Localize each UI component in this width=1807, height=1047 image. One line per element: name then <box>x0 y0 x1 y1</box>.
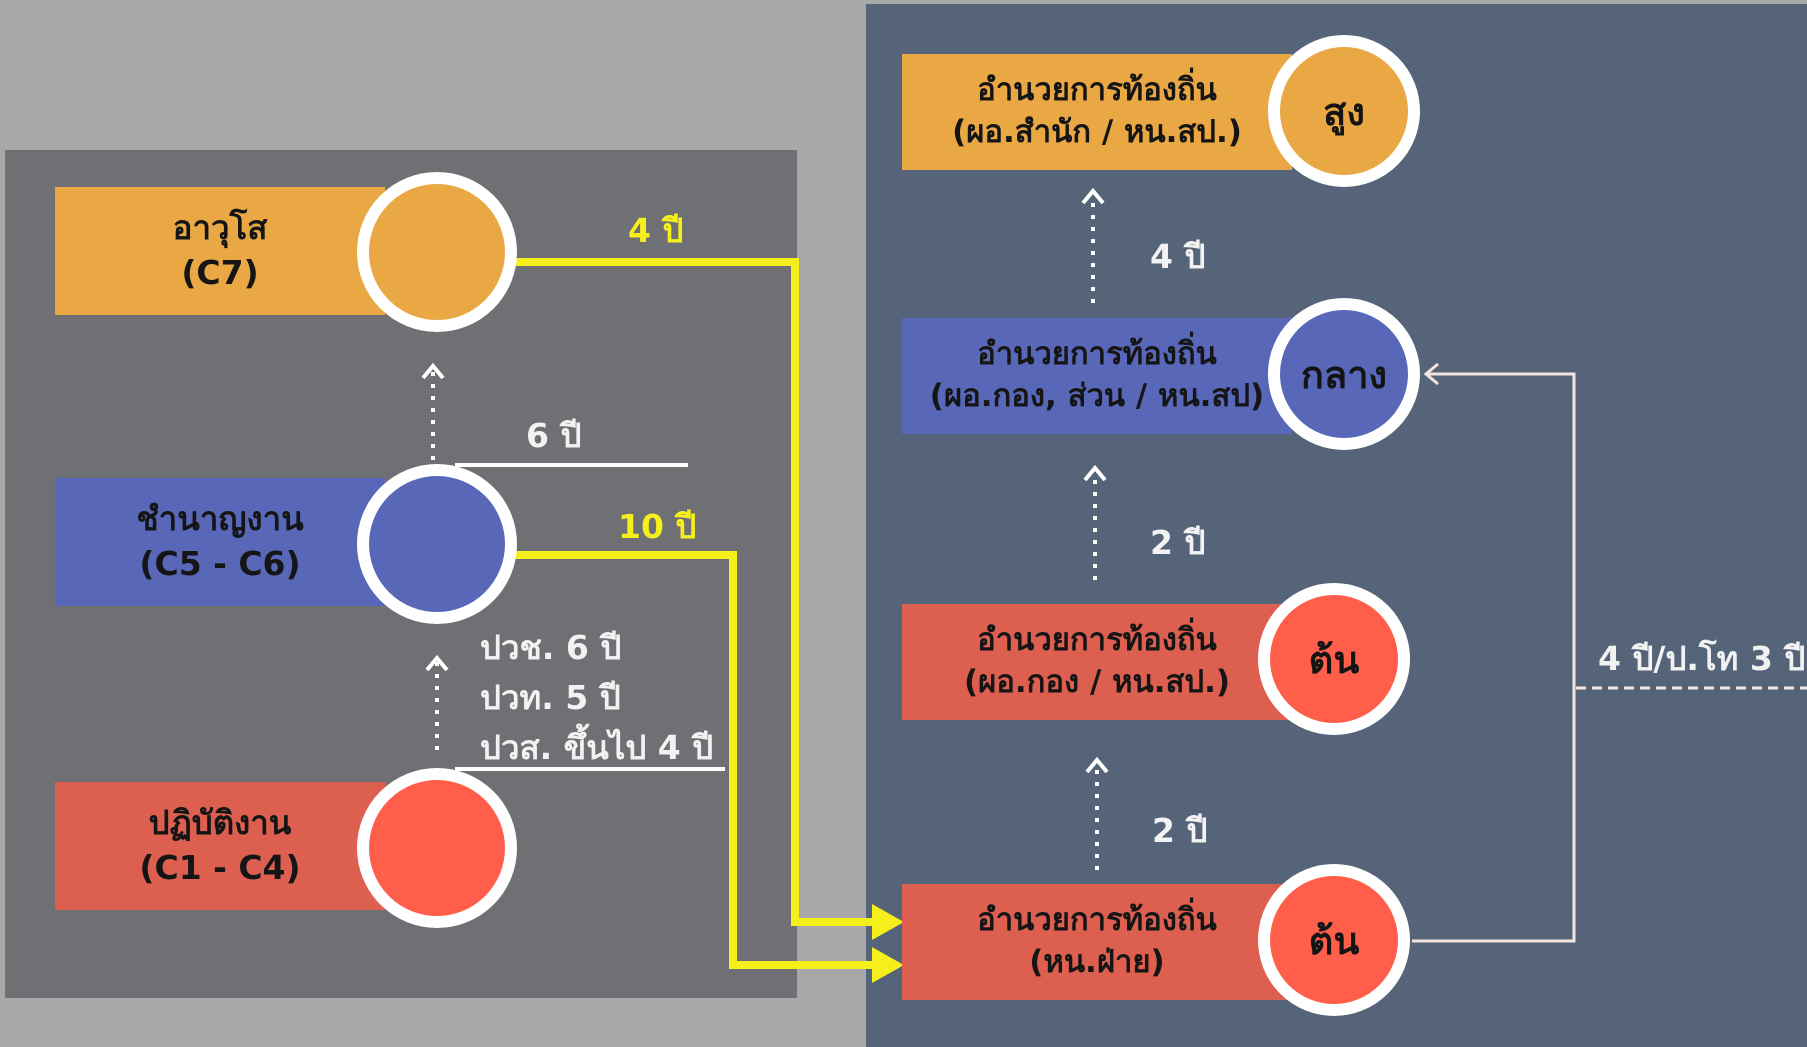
box-c56: ชำนาญงาน (C5 - C6) <box>55 478 385 606</box>
box-low-a: อำนวยการท้องถิ่น (ผอ.กอง / หน.สป.) <box>902 604 1292 720</box>
high-title: อำนวยการท้องถิ่น <box>977 72 1217 109</box>
low-a-title: อำนวยการท้องถิ่น <box>977 622 1217 659</box>
label-gap-mid-lowa: 2 ปี <box>1150 523 1206 562</box>
circle-low-a: ต้น <box>1258 583 1410 735</box>
circle-high: สูง <box>1268 35 1420 187</box>
label-gap-high-mid: 4 ปี <box>1150 237 1206 276</box>
req-line-3: ปวส. ขึ้นไป 4 ปี <box>480 728 714 767</box>
c14-code: (C1 - C4) <box>139 848 301 887</box>
req-line-2: ปวท. 5 ปี <box>480 678 621 717</box>
high-sub: (ผอ.สำนัก / หน.สป.) <box>952 114 1242 150</box>
low-b-level: ต้น <box>1308 918 1360 963</box>
label-gap-lowa-lowb: 2 ปี <box>1152 811 1208 850</box>
c14-title: ปฏิบัติงาน <box>148 803 292 843</box>
circle-c7 <box>357 172 517 332</box>
mid-title: อำนวยการท้องถิ่น <box>977 336 1217 373</box>
box-c7: อาวุโส (C7) <box>55 187 385 315</box>
low-a-level: ต้น <box>1308 637 1360 682</box>
req-line-1: ปวช. 6 ปี <box>480 628 622 667</box>
circle-low-b: ต้น <box>1258 864 1410 1016</box>
circle-c14 <box>357 768 517 928</box>
label-c7-to-head: 4 ปี <box>628 211 684 250</box>
label-6y: 6 ปี <box>526 416 582 455</box>
box-mid: อำนวยการท้องถิ่น (ผอ.กอง, ส่วน / หน.สป) <box>902 318 1292 434</box>
c56-title: ชำนาญงาน <box>136 499 304 539</box>
low-b-sub: (หน.ฝ่าย) <box>1029 944 1165 980</box>
c7-code: (C7) <box>181 253 259 292</box>
circle-c56 <box>357 464 517 624</box>
high-level: สูง <box>1323 89 1365 134</box>
yellow-line-c56 <box>515 551 880 969</box>
bracket-line <box>1412 372 1576 943</box>
box-high: อำนวยการท้องถิ่น (ผอ.สำนัก / หน.สป.) <box>902 54 1292 170</box>
c56-code: (C5 - C6) <box>139 544 301 583</box>
label-side-bracket: 4 ปี/ป.โท 3 ปี <box>1598 639 1806 678</box>
mid-level: กลาง <box>1300 352 1388 397</box>
c7-title: อาวุโส <box>172 208 268 248</box>
low-b-title: อำนวยการท้องถิ่น <box>977 902 1217 939</box>
mid-sub: (ผอ.กอง, ส่วน / หน.สป) <box>929 378 1265 414</box>
circle-mid: กลาง <box>1268 298 1420 450</box>
label-c56-to-head: 10 ปี <box>618 507 697 546</box>
yellow-line-c7 <box>515 258 880 926</box>
box-low-b: อำนวยการท้องถิ่น (หน.ฝ่าย) <box>902 884 1292 1000</box>
low-a-sub: (ผอ.กอง / หน.สป.) <box>963 664 1231 700</box>
box-c14: ปฏิบัติงาน (C1 - C4) <box>55 782 385 910</box>
